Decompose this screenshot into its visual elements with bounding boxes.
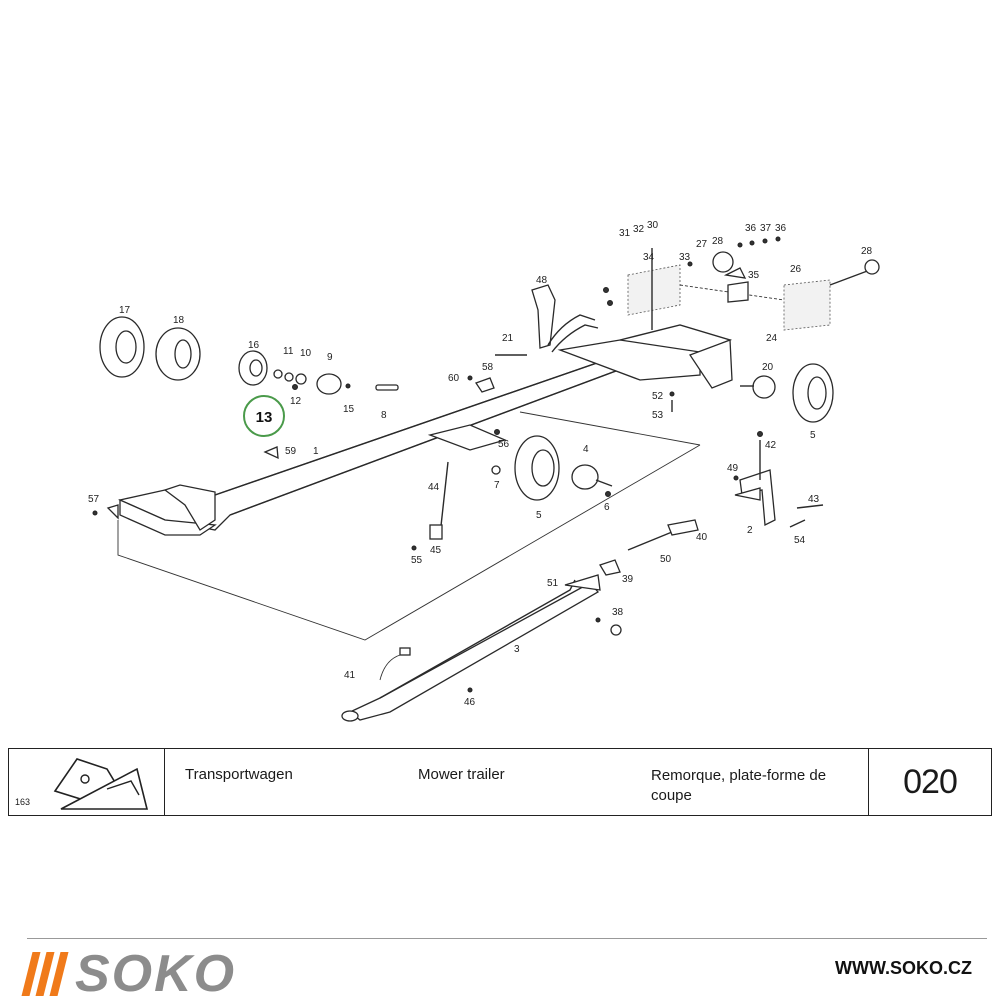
brand-logo: SOKO [21,944,237,1004]
part-label-3: 3 [514,644,520,655]
part-label-59: 59 [285,446,297,457]
part-label-36a: 36 [745,223,757,234]
part-label-30: 30 [647,220,659,231]
section-code-cell: 020 [869,749,991,815]
part-label-8: 8 [381,410,387,421]
part-label-60: 60 [448,373,460,384]
part-label-54: 54 [794,535,806,546]
part-label-44: 44 [428,482,440,493]
assembly-outline [117,411,701,641]
title-english: Mower trailer [418,766,505,783]
exploded-parts-diagram: 13 1 2 3 4 5 5 6 7 8 9 10 11 12 15 16 17… [88,220,880,722]
brand-name: SOKO [75,945,237,1003]
part-label-32: 32 [633,224,645,235]
part-label-58: 58 [482,362,494,373]
title-german: Transportwagen [185,766,293,783]
part-label-5b: 5 [810,430,816,441]
part-label-45: 45 [430,545,442,556]
part-label-7: 7 [494,480,500,491]
part-label-11: 11 [283,346,294,357]
main-frame [117,324,733,536]
part-label-52: 52 [652,391,664,402]
part-label-27: 27 [696,239,708,250]
part-label-51: 51 [547,578,559,589]
small-parts [92,354,527,551]
part-label-41: 41 [344,670,356,681]
brand-bars-icon [21,952,69,996]
part-label-15: 15 [343,404,355,415]
part-label-37: 37 [760,223,772,234]
part-label-57: 57 [88,494,100,505]
part-label-28b: 28 [861,246,873,257]
part-label-18: 18 [173,315,185,326]
axle-box-assembly [603,236,880,331]
middle-wheel [491,429,613,501]
part-label-38: 38 [612,607,624,618]
part-label-21: 21 [502,333,514,344]
title-description-cell: Transportwagen Mower trailer Remorque, p… [165,749,869,815]
part-label-12: 12 [290,396,302,407]
part-label-1: 1 [313,446,319,457]
part-labels: 1 2 3 4 5 5 6 7 8 9 10 11 12 15 16 17 18… [88,220,873,708]
part-label-39: 39 [622,574,634,585]
part-label-43: 43 [808,494,820,505]
part-label-2: 2 [747,525,753,536]
drawbar [341,519,699,722]
part-label-28a: 28 [712,236,724,247]
part-label-53: 53 [652,410,664,421]
title-block: 163 Transportwagen Mower trailer Remorqu… [8,748,992,816]
hitch-arm [531,284,599,353]
footer-divider [27,938,987,939]
part-label-5a: 5 [536,510,542,521]
part-label-17: 17 [119,305,131,316]
section-code: 020 [903,762,958,801]
left-wheel-set [99,316,399,395]
part-label-55: 55 [411,555,423,566]
part-label-24: 24 [766,333,778,344]
part-label-50: 50 [660,554,672,565]
part-label-40: 40 [696,532,708,543]
highlight-label: 13 [256,409,273,426]
part-label-34: 34 [643,252,655,263]
mower-trailer-icon [53,758,149,810]
website-link[interactable]: WWW.SOKO.CZ [835,958,972,978]
page-number: 163 [15,797,31,807]
part-label-26: 26 [790,264,802,275]
right-wheel [669,363,834,423]
title-french: Remorque, plate-forme de coupe [651,767,827,804]
part-label-48: 48 [536,275,548,286]
right-bracket [733,431,824,528]
part-label-42: 42 [765,440,777,451]
part-label-10: 10 [300,348,312,359]
part-label-9: 9 [327,352,333,363]
part-label-56: 56 [498,439,510,450]
part-label-6: 6 [604,502,610,513]
part-label-36b: 36 [775,223,787,234]
part-label-46: 46 [464,697,476,708]
part-label-31: 31 [619,228,631,239]
part-label-49: 49 [727,463,739,474]
part-label-4: 4 [583,444,589,455]
title-logo-cell: 163 [9,749,165,815]
part-label-16: 16 [248,340,260,351]
highlight-ring [243,395,285,437]
part-label-20: 20 [762,362,774,373]
part-label-35: 35 [748,270,760,281]
part-label-33: 33 [679,252,691,263]
